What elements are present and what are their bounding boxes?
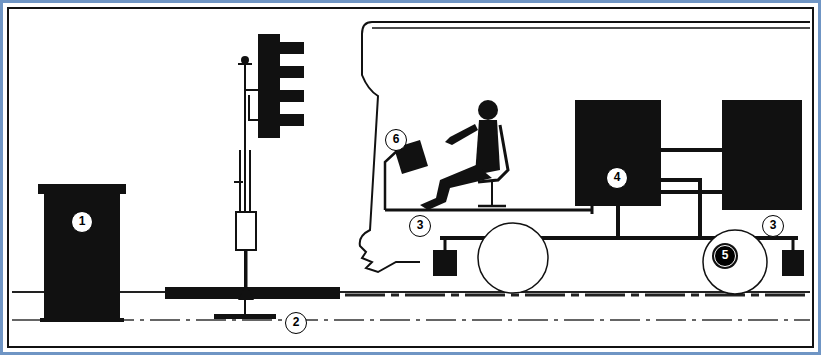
- callout-number: 4: [606, 167, 628, 189]
- callout-number: 5: [714, 245, 736, 267]
- callout-number: 2: [285, 312, 307, 334]
- callout-number: 1: [71, 211, 93, 233]
- callout-number: 3: [409, 215, 431, 237]
- callout-number: 6: [385, 129, 407, 151]
- callout-number: 3: [762, 215, 784, 237]
